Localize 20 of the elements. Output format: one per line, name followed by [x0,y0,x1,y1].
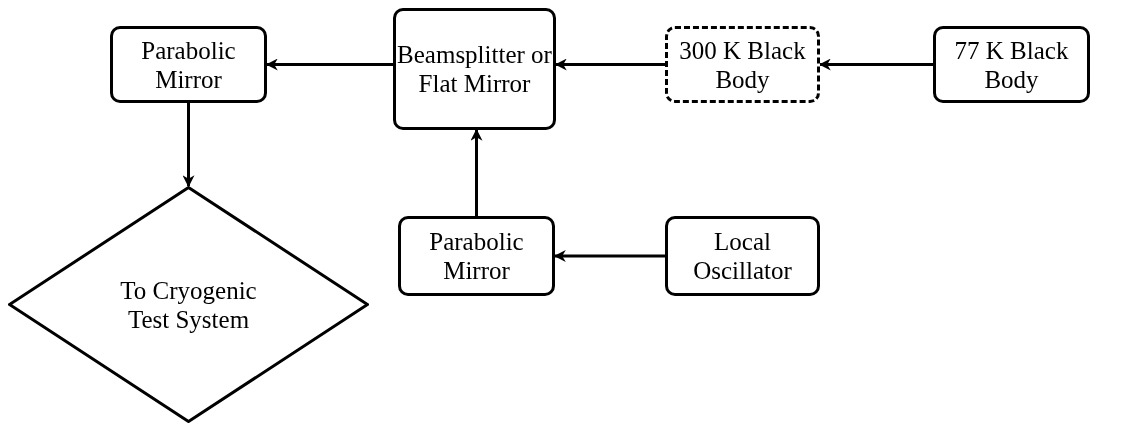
arrow [265,58,393,71]
node-label: 77 K Black Body [953,35,1070,94]
node-label: Parabolic Mirror [140,35,237,94]
node-label: 300 K Black Body [678,35,807,94]
process-box [665,216,820,296]
node-label: Local Oscillator [692,227,793,285]
process-box [110,26,267,103]
node-label: To Cryogenic Test System [119,275,258,334]
process-box [665,26,820,103]
arrow [182,103,195,188]
node-label: Beamsplitter or Flat Mirror [396,40,553,98]
arrow [553,250,665,262]
node-label: Parabolic Mirror [428,227,525,285]
process-box [933,26,1090,103]
decision-diamond [8,186,369,423]
arrow [554,58,665,71]
process-box [393,8,556,130]
process-box [398,216,555,296]
arrow [470,128,483,216]
arrow [818,58,933,71]
